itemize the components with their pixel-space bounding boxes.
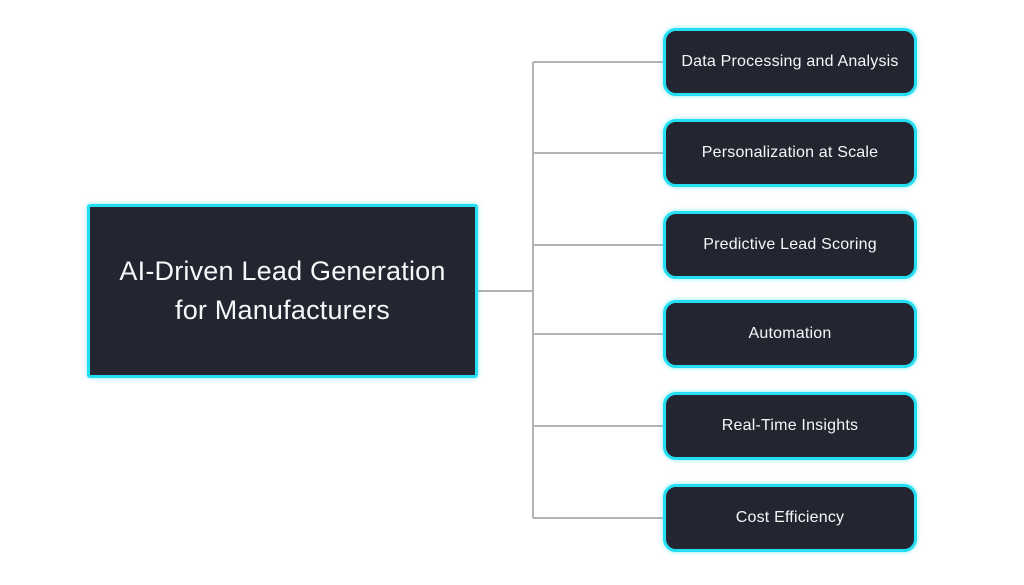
- branch-node-realtime-insights[interactable]: Real-Time Insights: [663, 392, 917, 460]
- root-node[interactable]: AI-Driven Lead Generation for Manufactur…: [87, 204, 478, 378]
- root-node-label: AI-Driven Lead Generation for Manufactur…: [119, 255, 446, 325]
- branch-node-data-processing[interactable]: Data Processing and Analysis: [663, 28, 917, 96]
- branch-label: Personalization at Scale: [701, 144, 879, 161]
- branch-label: Real-Time Insights: [721, 417, 859, 434]
- branch-label: Cost Efficiency: [735, 509, 845, 526]
- branch-node-automation[interactable]: Automation: [663, 300, 917, 368]
- branch-node-cost-efficiency[interactable]: Cost Efficiency: [663, 484, 917, 552]
- branch-label: Predictive Lead Scoring: [703, 236, 877, 253]
- branch-node-predictive-scoring[interactable]: Predictive Lead Scoring: [663, 211, 917, 279]
- branch-label: Data Processing and Analysis: [681, 53, 899, 70]
- branch-label: Automation: [748, 325, 832, 342]
- branch-node-personalization[interactable]: Personalization at Scale: [663, 119, 917, 187]
